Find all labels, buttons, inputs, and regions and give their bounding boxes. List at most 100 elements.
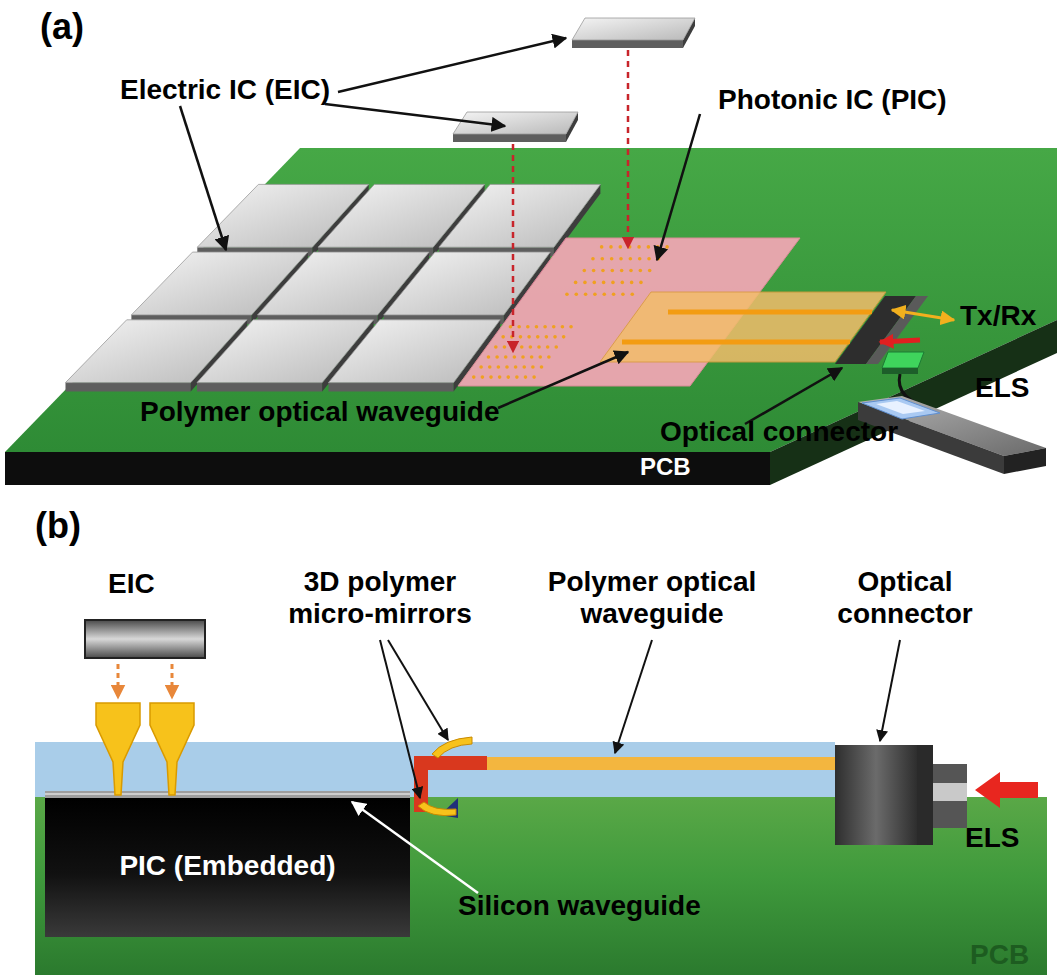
eic-chip: [384, 252, 551, 315]
pic-pads: [637, 245, 641, 249]
els-module: [882, 368, 918, 374]
eic-chip: [66, 320, 248, 383]
eic-chip: [439, 184, 601, 256]
optical-connector-b: [933, 783, 967, 801]
pic-pads: [520, 345, 524, 349]
placement-arrow: [627, 50, 630, 248]
optical-connector-b: [933, 764, 967, 828]
pic-pads: [535, 325, 539, 329]
els-module: [899, 374, 935, 410]
placement-arrow: [118, 664, 172, 698]
embedded-pic: PIC (Embedded): [45, 797, 410, 937]
pic-pads: [621, 292, 625, 296]
eic-chip: [554, 184, 601, 256]
pic-pads: [532, 375, 536, 379]
pic-pads: [602, 292, 606, 296]
pic-pads: [514, 365, 518, 369]
pic-pads: [647, 257, 651, 261]
pic-pads: [537, 345, 541, 349]
pic-pads: [629, 257, 633, 261]
pic-pads: [565, 292, 569, 296]
leader-line: [325, 104, 505, 126]
els-module: [876, 401, 925, 414]
pic-pads: [554, 345, 558, 349]
pic-pads: [524, 375, 528, 379]
leader-line: [745, 368, 842, 424]
laser-input-arrow: [975, 772, 1038, 808]
eic-chip: [312, 184, 368, 256]
micro-mirror: [418, 802, 456, 816]
pic-pads: [552, 325, 556, 329]
pic-pads: [639, 281, 643, 285]
els-module: [858, 396, 1046, 456]
pic-pads: [536, 335, 540, 339]
eic-chip-floating: [453, 112, 578, 134]
eic-chip-floating: [453, 18, 695, 142]
pic-pads: [561, 325, 565, 329]
txrx-arrow: [892, 310, 954, 320]
pic-pads: [543, 325, 547, 329]
eic-chip-floating: [572, 18, 695, 40]
polymer-waveguide-layer: [668, 306, 872, 318]
eic-chip: [329, 320, 501, 383]
leader-line: [352, 802, 478, 893]
placement-arrow: [117, 664, 120, 698]
pic-pads: [600, 257, 604, 261]
pic-pads: [479, 365, 483, 369]
pic-pads: [494, 345, 498, 349]
pic-pads: [515, 375, 519, 379]
pic-pads: [487, 355, 491, 359]
eic-chip-floating: [453, 134, 566, 142]
pic-pads: [504, 355, 508, 359]
pic-pads: [521, 355, 525, 359]
pic-pads: [529, 345, 533, 349]
pic-pads: [489, 375, 493, 379]
pic-pads: [481, 375, 485, 379]
eic-chip: [85, 620, 205, 658]
eic-chip: [318, 184, 485, 256]
eic-chip-floating: [566, 112, 578, 142]
eic-chip: [197, 184, 368, 247]
optical-connector-a: [835, 296, 916, 364]
pic-pads: [472, 245, 669, 379]
optical-connector-b: [835, 745, 917, 845]
pic-pads: [488, 365, 492, 369]
pic-pads: [611, 281, 615, 285]
leader-line: [880, 640, 900, 741]
polymer-waveguide-layer: [600, 292, 886, 362]
pcb-front-face: [5, 452, 770, 485]
pic-pads: [665, 245, 669, 249]
pic-pads: [522, 365, 526, 369]
placement-arrow: [512, 144, 515, 352]
pic-pads: [612, 292, 616, 296]
pic-pads: [620, 269, 624, 273]
pic-pads: [574, 292, 578, 296]
pic-pads: [630, 292, 634, 296]
pic-pads: [501, 335, 505, 339]
els-module: [858, 402, 1004, 474]
leader-line: [352, 640, 900, 893]
pic-pads: [503, 345, 507, 349]
pic-pads: [574, 281, 578, 285]
eic-chip: [258, 315, 378, 324]
leader-line: [657, 114, 700, 260]
pic-pads: [498, 375, 502, 379]
eic-chip: [439, 247, 554, 256]
pic-pads: [584, 292, 588, 296]
eic-chip: [131, 315, 251, 324]
polymer-cladding-layer: [35, 742, 835, 797]
pic-pads: [619, 257, 623, 261]
pic-pads: [609, 245, 613, 249]
micro-mirror: [414, 737, 487, 818]
polymer-waveguide-layer: [600, 292, 886, 362]
optical-connector-b: [835, 745, 967, 845]
micro-mirror: [440, 798, 458, 818]
pic-pads: [540, 365, 544, 369]
eic-chip: [433, 184, 485, 256]
part-name: 3D polymer micro-mirrors: [275, 566, 485, 630]
eic-chip: [191, 320, 247, 392]
pic-pads: [562, 335, 566, 339]
pic-pads: [639, 269, 643, 273]
pic-pads: [511, 345, 515, 349]
eic-chip: [329, 320, 501, 392]
